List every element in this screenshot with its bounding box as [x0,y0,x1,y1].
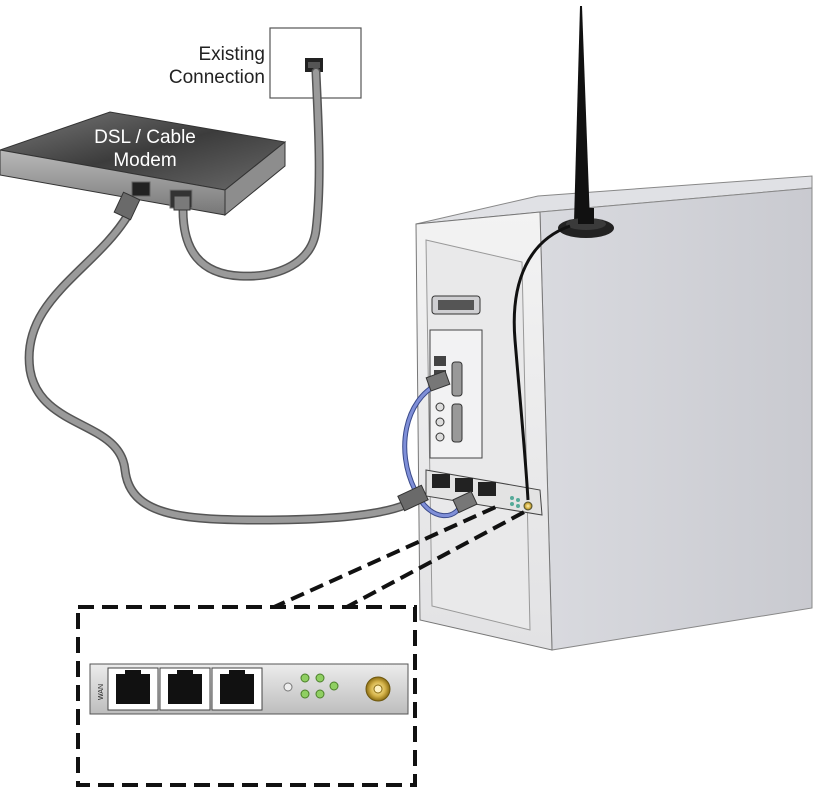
led-icon [301,674,309,682]
rj45-port-icon [212,668,262,710]
modem-label-line1: DSL / Cable [94,127,196,148]
led-icon [316,674,324,682]
led-icon [284,683,292,691]
rj45-port-icon [108,668,158,710]
pc-tower [416,176,812,650]
existing-connection-label-line1: Existing [198,44,265,65]
led-icon [301,690,309,698]
led-icon [330,682,338,690]
sma-connector-icon [366,677,390,701]
router-card-faceplate [90,664,408,714]
rj45-port-icon [160,668,210,710]
modem-ethernet-port [132,182,150,196]
existing-connection-label-line2: Connection [169,67,265,88]
wan-port-label: WAN [98,684,105,700]
led-icon [316,690,324,698]
modem-label-line2: Modem [113,150,176,171]
